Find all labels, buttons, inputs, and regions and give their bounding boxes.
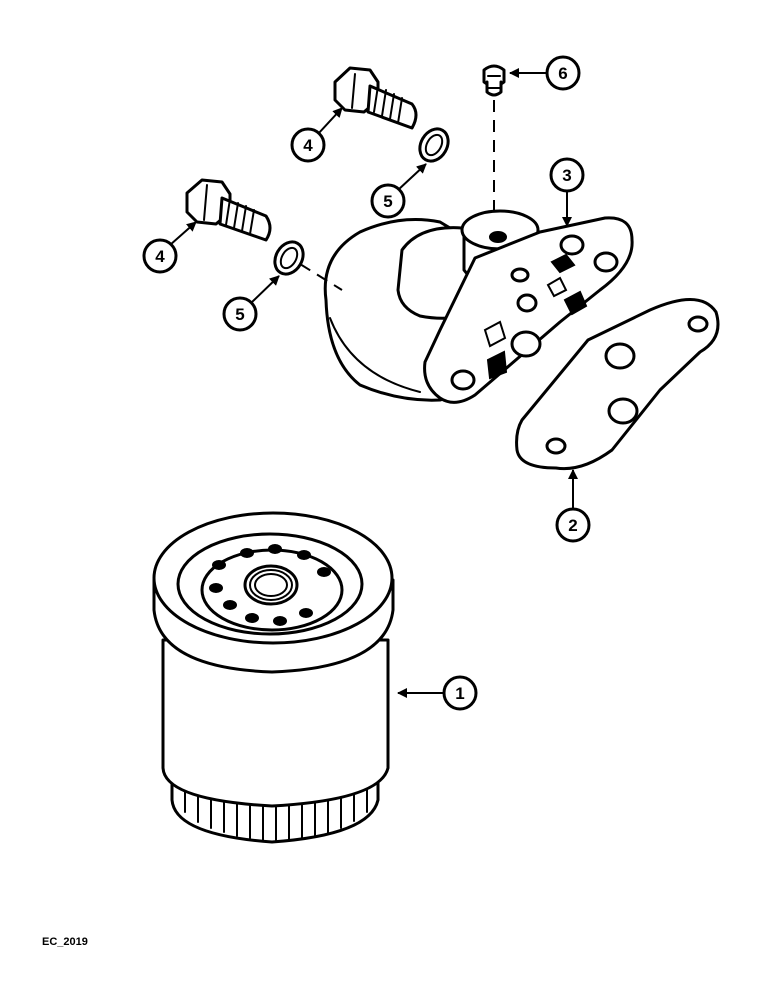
bolt-lower <box>185 178 272 242</box>
callout-1: 1 <box>397 675 478 711</box>
washer-upper <box>418 127 450 163</box>
callout-4-upper: 4 <box>290 107 343 163</box>
callout-5-lower: 5 <box>222 275 280 332</box>
callout-3: 3 <box>549 157 585 227</box>
callout-4-lower-label: 4 <box>155 247 165 266</box>
callout-1-label: 1 <box>455 684 464 703</box>
callout-4-lower: 4 <box>142 221 197 274</box>
callout-5-lower-label: 5 <box>235 305 244 324</box>
washer-lower <box>273 240 343 291</box>
callout-6-label: 6 <box>558 64 567 83</box>
oil-filter <box>152 511 395 844</box>
callout-2-label: 2 <box>568 516 577 535</box>
bolt-upper <box>333 66 418 130</box>
callout-5-upper-label: 5 <box>383 192 392 211</box>
plug <box>482 64 506 220</box>
callout-2: 2 <box>555 469 591 543</box>
callout-3-label: 3 <box>562 166 571 185</box>
gasket <box>515 298 720 471</box>
callout-6: 6 <box>509 55 581 91</box>
figure-id-label: EC_2019 <box>42 936 88 948</box>
callout-4-upper-label: 4 <box>303 136 313 155</box>
callout-5-upper: 5 <box>370 163 427 219</box>
filter-adapter <box>323 209 634 404</box>
